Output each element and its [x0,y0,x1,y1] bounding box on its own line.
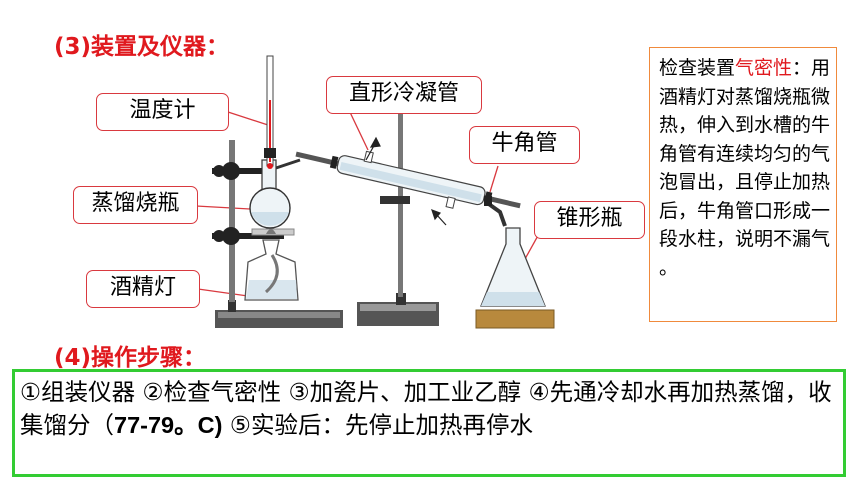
left-stand-rod [229,140,235,302]
condenser [295,150,521,209]
erlenmeyer-flask [475,227,555,329]
procedure-steps: ①组装仪器 ②检查气密性 ③加瓷片、加工业乙醇 ④先通冷却水再加热蒸馏，收集馏分… [12,369,846,477]
steps-part1: ①组装仪器 ②检查气密性 ③加瓷片、加工业乙醇 ④先通冷却水再加热蒸馏，收集馏分… [20,378,832,439]
label-adapter: 牛角管 [469,126,580,164]
adapter-tube [484,196,507,227]
alcohol-lamp [244,229,299,301]
section-4-title: (4)操作步骤： [54,345,207,371]
label-erlenmeyer: 锥形瓶 [534,201,645,239]
label-condenser: 直形冷凝管 [326,76,482,114]
ring-clamp [212,227,284,245]
note-highlight: 气密性 [735,57,793,79]
steps-range: 77-79。C) [114,412,223,438]
label-flask: 蒸馏烧瓶 [73,186,198,224]
label-thermometer: 温度计 [96,93,229,131]
section-3-title: (3)装置及仪器： [54,34,230,60]
water-arrows [365,136,447,226]
thermometer [264,55,276,169]
airtightness-note: 检查装置气密性：用酒精灯对蒸馏烧瓶微热，伸入到水槽的牛角管有连续均匀的气泡冒出，… [649,47,837,322]
note-prefix: 检查装置 [659,57,736,79]
steps-part2: ⑤实验后：先停止加热再停水 [222,411,533,439]
flask-clamp [212,162,272,180]
label-lamp: 酒精灯 [86,270,200,308]
note-body: ：用酒精灯对蒸馏烧瓶微热，伸入到水槽的牛角管有连续均匀的气泡冒出，且停止加热后，… [659,57,831,279]
